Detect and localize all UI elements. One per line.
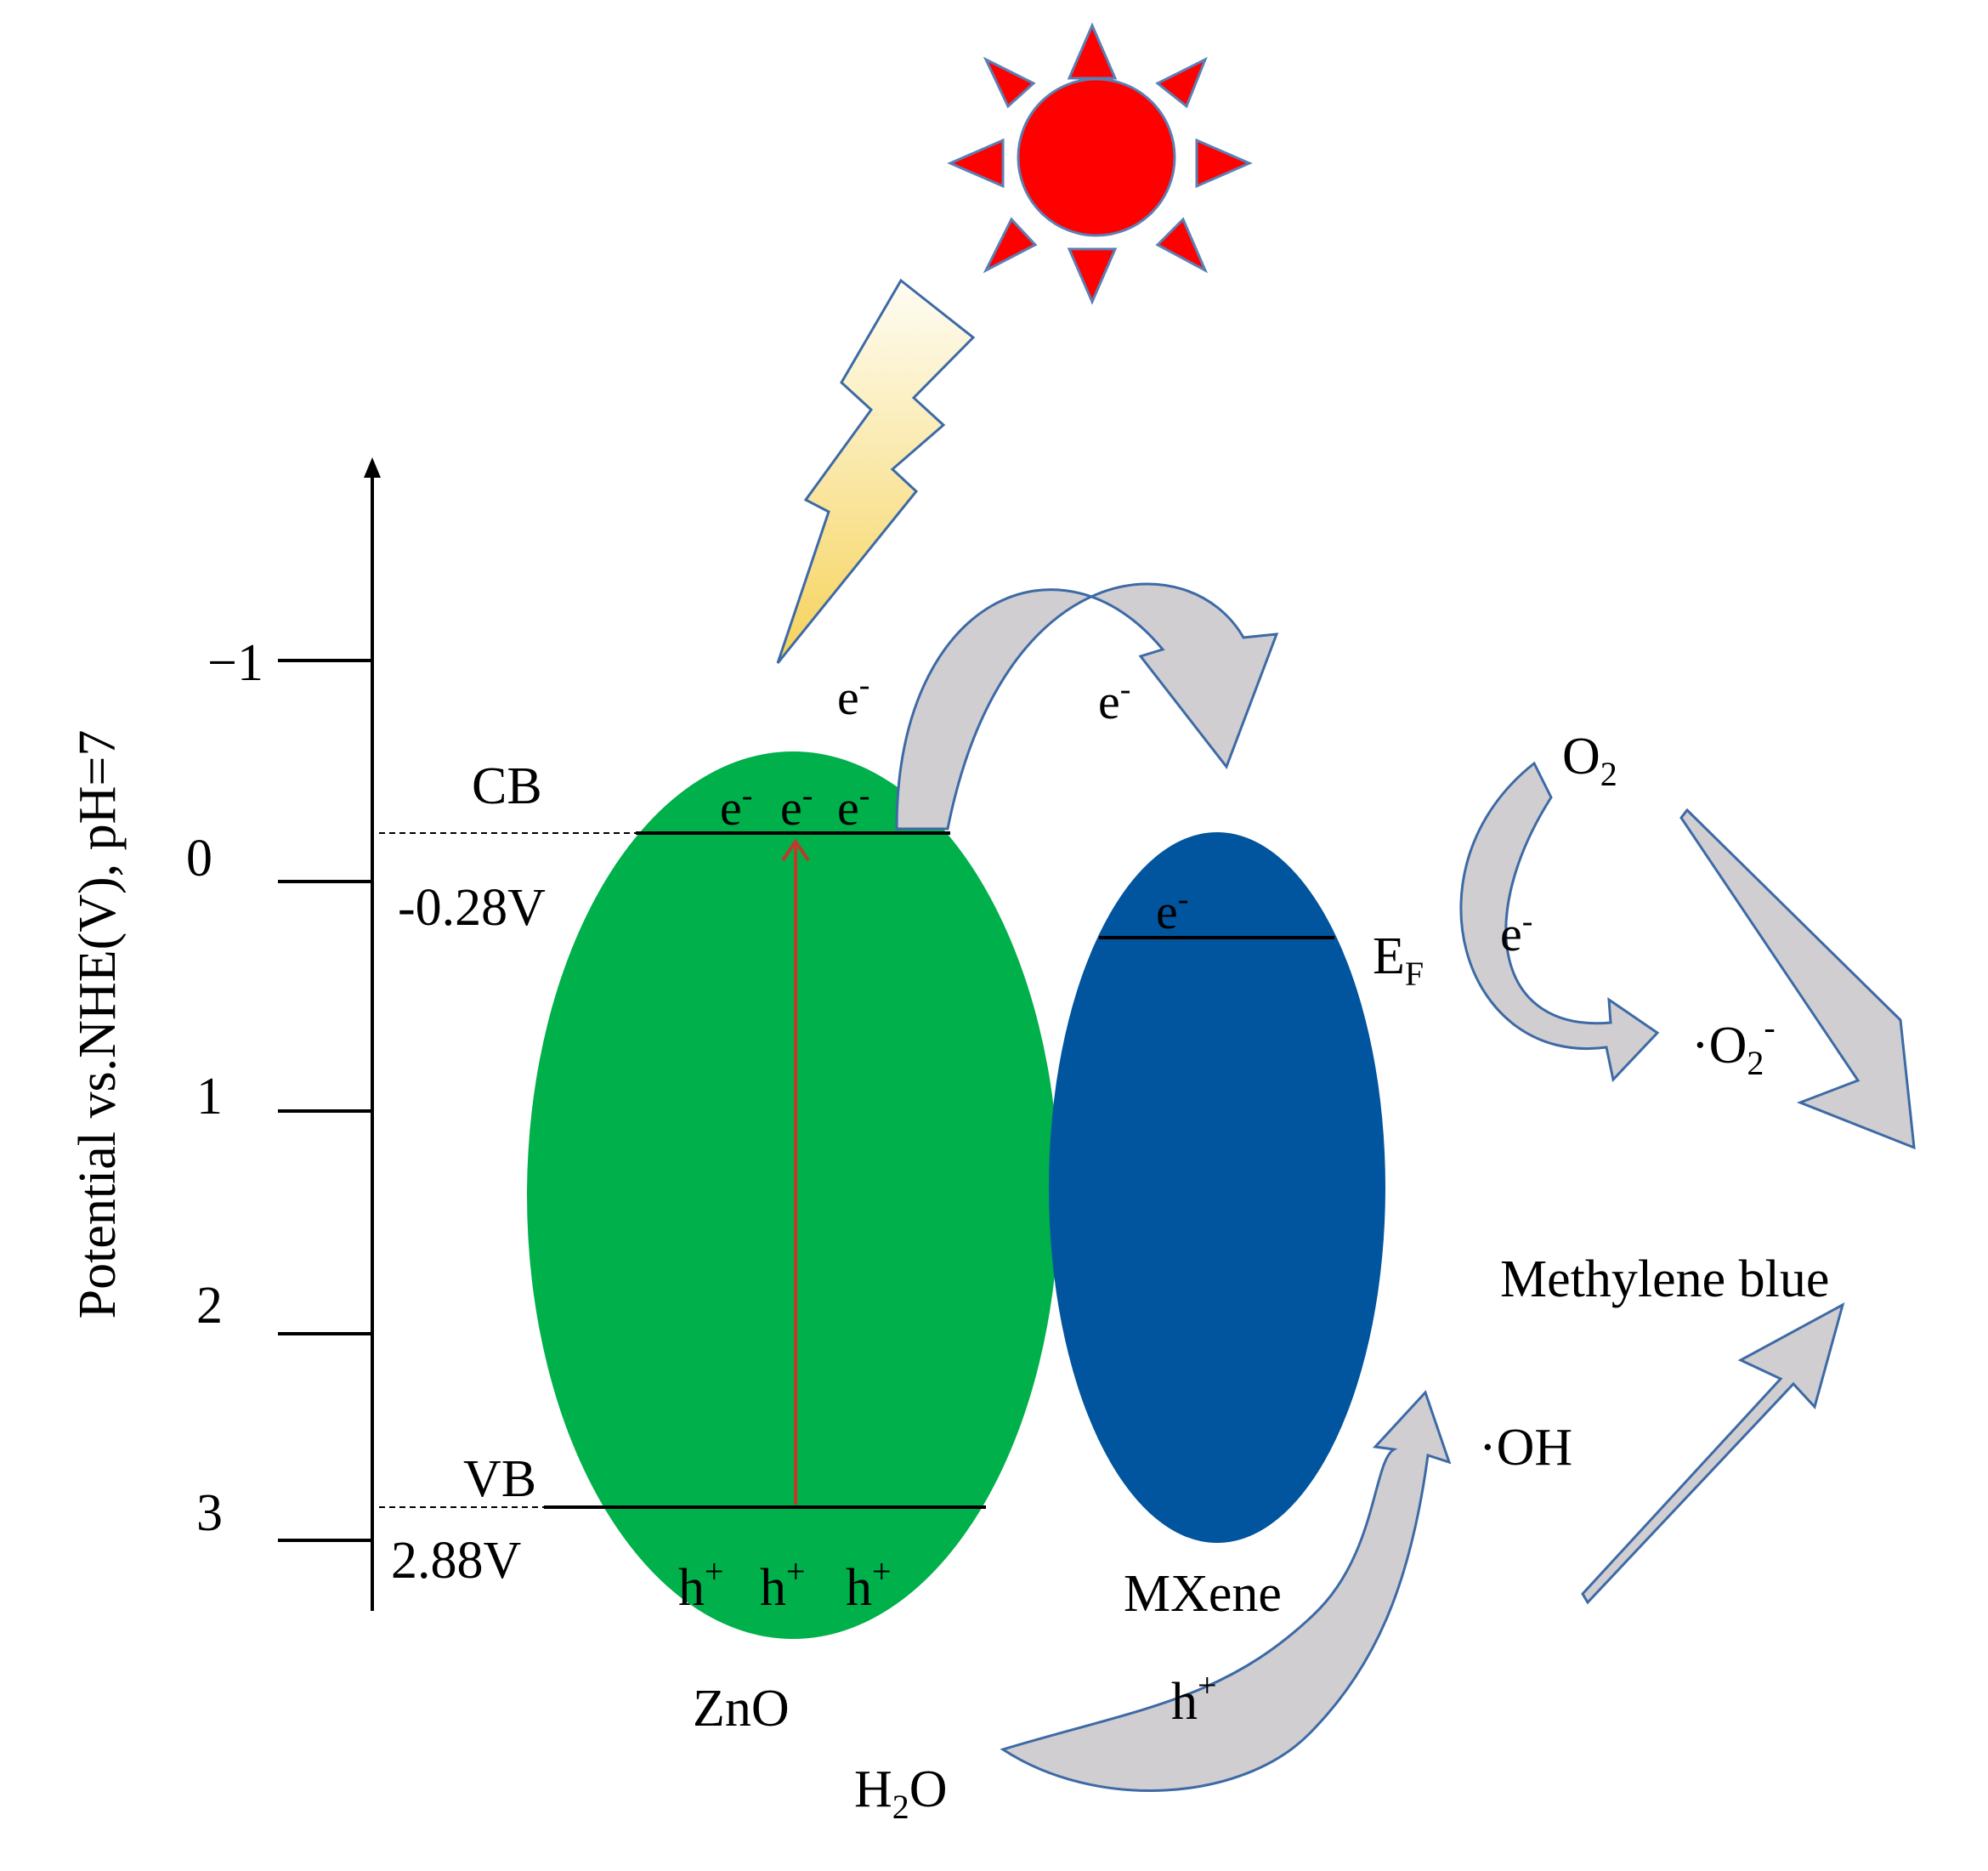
- zno-ellipse: [527, 751, 1059, 1639]
- mxene-electron-label: e-: [1156, 882, 1188, 939]
- vb-hole-2: h+: [760, 1552, 806, 1617]
- vb-hole-1-symbol: h: [678, 1559, 705, 1617]
- axis-title: Potential vs.NHE(V), pH=7: [69, 730, 127, 1319]
- vb-hole-3: h+: [846, 1552, 892, 1617]
- hole-transfer-symbol: h: [1171, 1673, 1198, 1731]
- vb-hole-1: h+: [678, 1552, 724, 1617]
- excited-electron-symbol: e: [837, 670, 859, 725]
- cb-electron-2: e-: [780, 778, 813, 836]
- cb-electron-2-symbol: e: [780, 780, 802, 836]
- potential-axis: −1 0 1 2 3 Potential vs.NHE(V), pH=7: [69, 457, 381, 1611]
- cb-electron-1-symbol: e: [720, 780, 742, 836]
- vb-hole-2-symbol: h: [760, 1559, 786, 1617]
- tick-label-1: 1: [196, 1068, 223, 1125]
- vb-hole-1-charge: +: [705, 1552, 724, 1590]
- o2-symbol: O: [1562, 728, 1600, 785]
- hydroxyl-label: ·OH: [1479, 1419, 1572, 1477]
- superoxide-subscript: 2: [1747, 1044, 1764, 1082]
- zno-name: ZnO: [693, 1680, 790, 1738]
- tick-label-2: 2: [196, 1277, 223, 1335]
- mxene-name: MXene: [1124, 1565, 1282, 1623]
- water-oxidation-arrow: [1000, 1390, 1452, 1792]
- hole-transfer-label: h+: [1171, 1666, 1217, 1731]
- o2-reduction-electron-symbol: e: [1500, 906, 1522, 961]
- vb-potential: 2.88V: [391, 1532, 522, 1590]
- cb-electron-1: e-: [720, 778, 752, 836]
- hole-transfer-charge: +: [1198, 1666, 1217, 1704]
- cb-electron-1-charge: -: [742, 778, 753, 814]
- excitation-arrow: [781, 838, 810, 1505]
- cb-label: CB: [472, 757, 542, 815]
- transfer-electron-symbol: e: [1098, 674, 1120, 729]
- transfer-electron-charge: -: [1120, 672, 1131, 707]
- vb-hole-3-charge: +: [872, 1552, 892, 1590]
- o2-reduction-arrow: [1459, 761, 1660, 1083]
- fermi-level-label: EF: [1373, 927, 1424, 993]
- cb-electron-3: e-: [837, 778, 869, 836]
- electron-transfer-arrow: [895, 582, 1279, 831]
- cb-electrons: e- e- e-: [720, 778, 869, 836]
- o2-to-methylene-blue-arrow: [1679, 808, 1916, 1150]
- o2-subscript: 2: [1600, 755, 1617, 793]
- excited-electron-label: e-: [837, 667, 869, 725]
- sun-icon: [947, 22, 1253, 305]
- mxene-ellipse: [1049, 832, 1385, 1543]
- fermi-level-symbol: E: [1373, 927, 1405, 985]
- oh-to-methylene-blue-arrow: [1581, 1302, 1845, 1605]
- superoxide-label: ·O2-: [1691, 1008, 1776, 1082]
- lightning-icon: [776, 278, 976, 664]
- superoxide-charge: -: [1764, 1008, 1775, 1046]
- mxene-electron-charge: -: [1178, 882, 1189, 917]
- cb-electron-3-charge: -: [859, 778, 870, 814]
- excited-electron-charge: -: [859, 667, 870, 703]
- cb-electron-3-symbol: e: [837, 780, 859, 836]
- water-h-symbol: H: [854, 1760, 892, 1818]
- fermi-level-subscript: F: [1405, 955, 1424, 993]
- tick-label-3: 3: [196, 1484, 223, 1542]
- cb-potential: -0.28V: [398, 879, 546, 937]
- o2-label: O2: [1562, 728, 1617, 793]
- tick-label-0: 0: [186, 830, 212, 887]
- water-o-symbol: O: [909, 1760, 948, 1818]
- transfer-electron-label: e-: [1098, 672, 1130, 729]
- methylene-blue-label: Methylene blue: [1500, 1250, 1829, 1308]
- water-label: H2O: [854, 1760, 948, 1826]
- vb-holes: h+ h+ h+: [678, 1552, 892, 1617]
- o2-reduction-electron-label: e-: [1500, 904, 1532, 961]
- tick-label-neg1: −1: [207, 634, 263, 692]
- vb-label: VB: [463, 1450, 536, 1508]
- cb-electron-2-charge: -: [802, 778, 813, 814]
- water-subscript: 2: [892, 1788, 909, 1826]
- mxene-electron-symbol: e: [1156, 884, 1178, 939]
- superoxide-symbol: ·O: [1691, 1017, 1747, 1074]
- vb-hole-3-symbol: h: [846, 1559, 872, 1617]
- vb-hole-2-charge: +: [786, 1552, 806, 1590]
- o2-reduction-electron-charge: -: [1522, 904, 1533, 939]
